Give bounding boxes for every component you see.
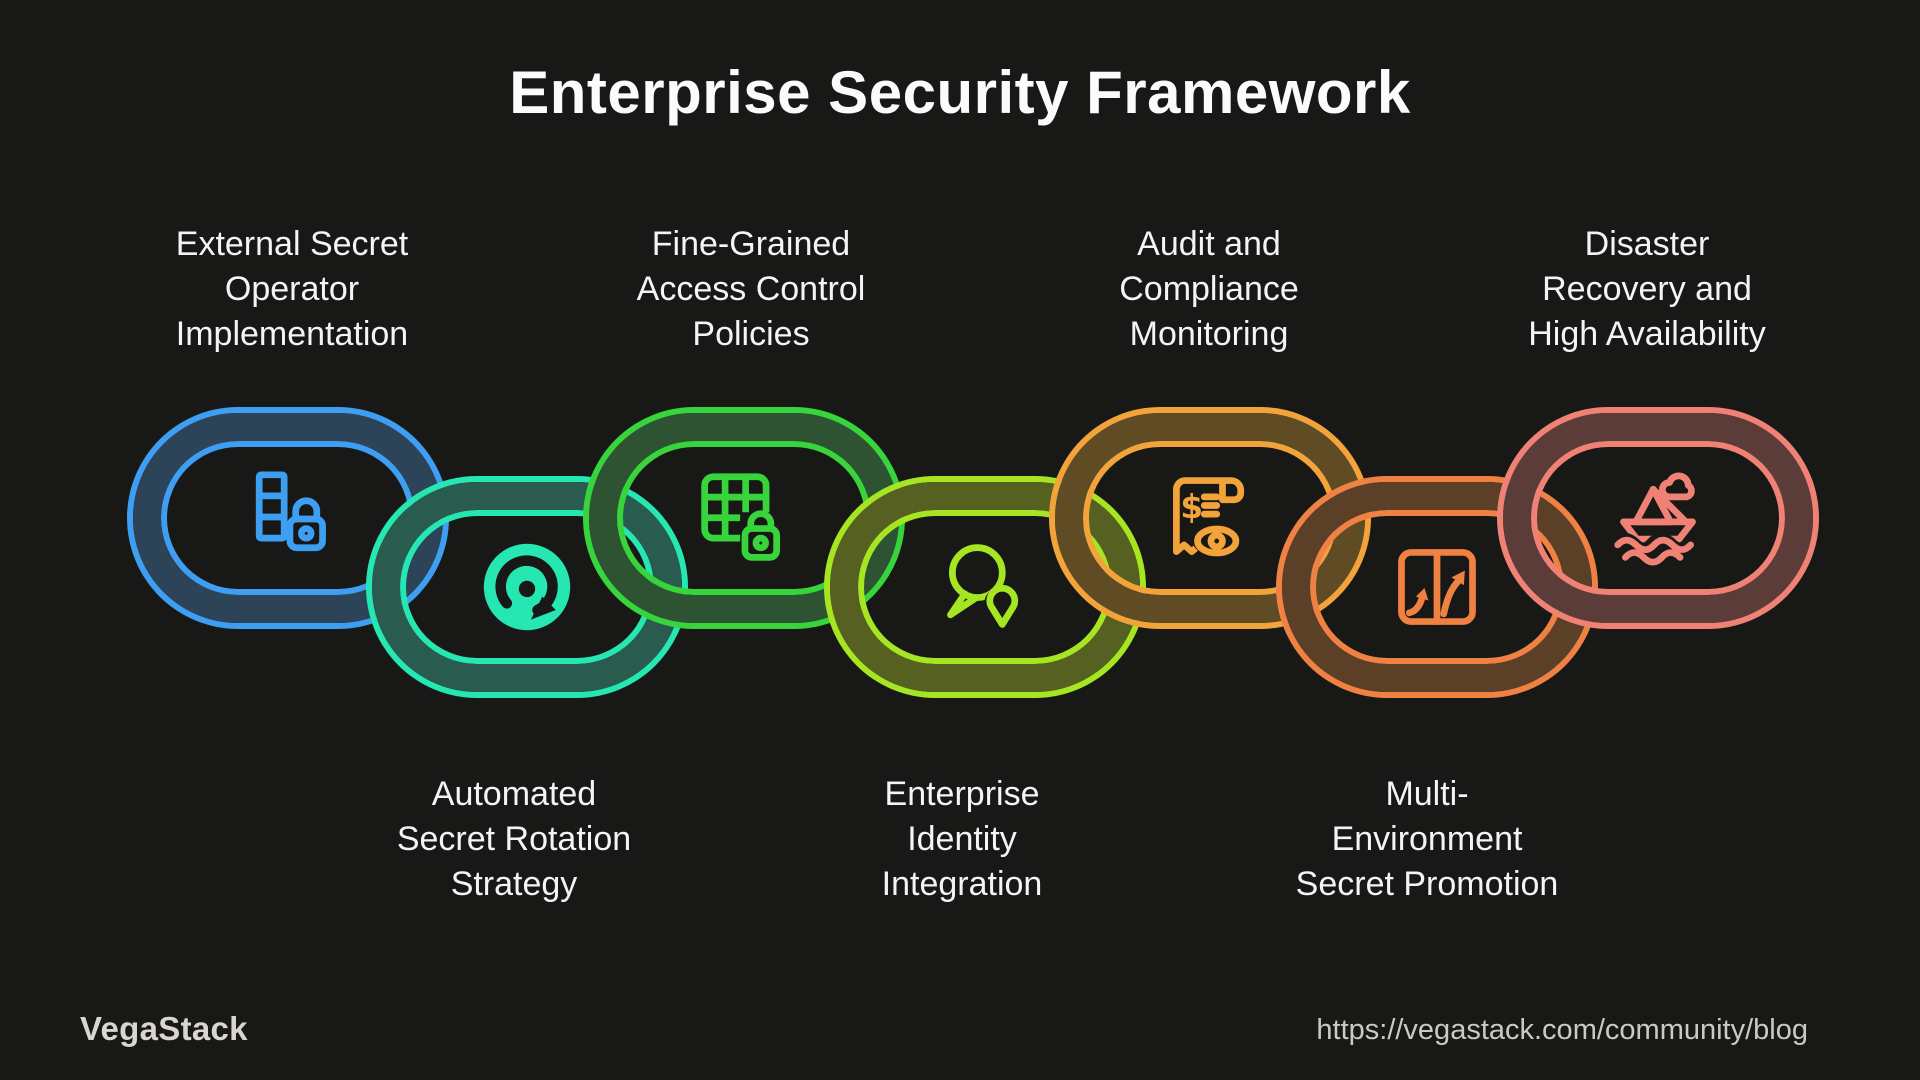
- label-automated-secret-rotation: Automated Secret Rotation Strategy: [396, 775, 632, 903]
- svg-text:$: $: [1180, 488, 1203, 526]
- page-title: Enterprise Security Framework: [509, 59, 1411, 126]
- chat-bubbles-icon: [937, 539, 1033, 635]
- label-fine-grained-access-control: Fine-Grained Access Control Policies: [636, 225, 866, 353]
- label-audit-compliance-monitoring: Audit and Compliance Monitoring: [1119, 225, 1299, 353]
- label-disaster-recovery-ha: Disaster Recovery and High Availability: [1528, 225, 1766, 353]
- boat-cloud-icon: [1610, 470, 1708, 566]
- label-multi-environment-promotion: Multi- Environment Secret Promotion: [1295, 775, 1559, 903]
- vegastack-logo: VegaStack: [80, 1010, 248, 1047]
- label-enterprise-identity-integration: Enterprise Identity Integration: [881, 775, 1043, 903]
- rotation-arrow-icon: [479, 539, 575, 635]
- environments-promotion-icon: [1389, 539, 1485, 635]
- secret-store-lock-icon: [240, 470, 336, 566]
- grid-lock-icon: [696, 470, 792, 566]
- receipt-eye-icon: $: [1162, 470, 1258, 566]
- label-external-secret-operator: External Secret Operator Implementation: [175, 225, 409, 353]
- footer-url: https://vegastack.com/community/blog: [1316, 1014, 1808, 1046]
- chain-link-disaster-recovery: [1503, 413, 1813, 623]
